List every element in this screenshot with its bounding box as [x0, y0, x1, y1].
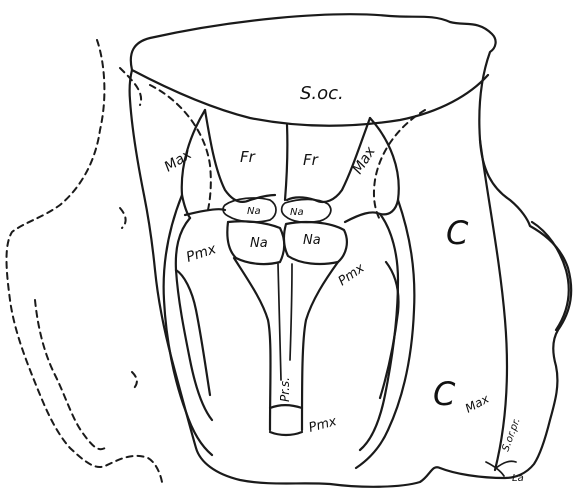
- lower-right-curve: [356, 200, 414, 468]
- premaxilla-left-border: [176, 209, 225, 420]
- pr-s-base: [270, 405, 302, 435]
- label-na-large-right: Na: [303, 233, 321, 248]
- label-max-left: Max: [162, 146, 196, 175]
- label-na-small-left: Na: [247, 206, 261, 217]
- right-inner-rim: [480, 140, 507, 470]
- label-c-lower: C: [433, 375, 456, 413]
- lower-left-curve: [164, 195, 212, 455]
- dashed-outline-outer-left: [7, 40, 163, 482]
- dashed-maxillary-left: [150, 85, 211, 210]
- label-c-upper: C: [446, 214, 469, 252]
- right-lateral-bulge: [532, 222, 569, 330]
- dashed-small-mark-lower: [132, 372, 137, 390]
- nasal-process-left: [234, 258, 271, 430]
- label-pr-s: Pr.s.: [278, 377, 292, 402]
- label-pmx-lower: Pmx: [307, 414, 338, 436]
- label-fr-right: Fr: [303, 151, 319, 169]
- dashed-outline-inner-left: [35, 68, 141, 449]
- label-max-right: Max: [350, 143, 379, 177]
- pr-s-septum-right: [290, 264, 292, 360]
- pr-s-septum-left: [278, 264, 281, 380]
- frontal-midline: [285, 125, 287, 200]
- label-la: La: [512, 473, 524, 484]
- nasal-process-right: [302, 262, 338, 430]
- label-na-large-left: Na: [250, 236, 268, 251]
- label-pmx-right: Pmx: [336, 261, 368, 290]
- premaxilla-right-border: [345, 212, 398, 450]
- label-max-lower-right: Max: [463, 391, 492, 415]
- label-na-small-right: Na: [290, 207, 304, 218]
- label-s-oc: S.oc.: [300, 83, 344, 104]
- maxilla-right-curve: [370, 118, 399, 214]
- label-pmx-left: Pmx: [184, 241, 219, 266]
- dashed-small-mark-upper: [120, 208, 126, 228]
- label-fr-left: Fr: [240, 148, 256, 166]
